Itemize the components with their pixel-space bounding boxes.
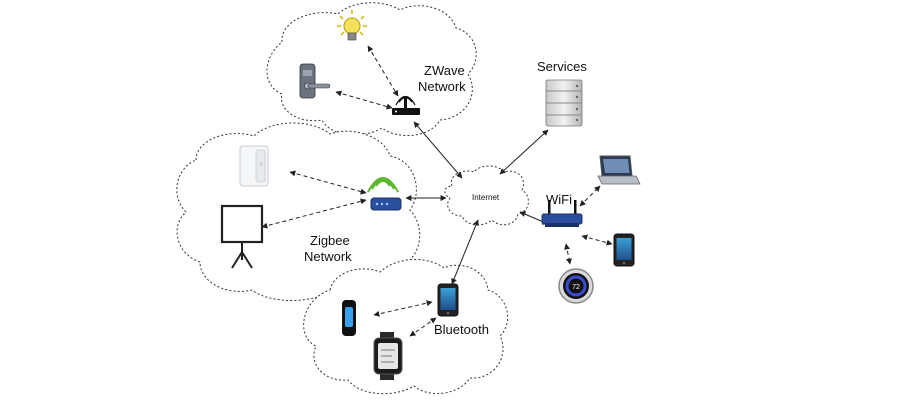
lightbulb-icon (337, 10, 367, 41)
link-services-internet (499, 129, 549, 175)
smartwatch-icon (373, 332, 403, 380)
link-lock-zwave-hub (335, 90, 393, 110)
zigbee-label-line1: Zigbee (310, 233, 350, 248)
wall-sensor-icon (239, 145, 269, 187)
thermostat-icon: 72 (558, 268, 594, 304)
bt-phone-icon (437, 283, 459, 317)
link-sensor-zigbee-hub (289, 170, 367, 195)
fitness-band-icon (342, 300, 356, 336)
smartphone-icon (613, 233, 635, 267)
connection-links (261, 45, 613, 337)
zwave-label-line1: ZWave (424, 63, 465, 78)
projector-screen-icon (220, 204, 264, 269)
laptop-icon (597, 155, 641, 185)
link-phone-watch (409, 317, 437, 337)
link-wifi-thermostat (564, 243, 572, 265)
link-wifi-phone (581, 234, 613, 246)
server-rack-icon (545, 79, 583, 127)
link-bluetooth-internet (451, 219, 479, 285)
zwave-hub-icon (392, 95, 420, 115)
link-phone-band (373, 300, 433, 317)
link-wifi-laptop (579, 185, 601, 207)
link-bulb-zwave-hub (367, 45, 399, 97)
services-label: Services (537, 59, 587, 74)
wifi-router-icon (541, 200, 583, 227)
internet-cloud (444, 165, 529, 226)
zigbee-label-line2: Network (304, 249, 352, 264)
door-lock-icon (299, 63, 331, 99)
bluetooth-label: Bluetooth (434, 322, 489, 337)
zigbee-router-icon (367, 177, 402, 211)
link-screen-zigbee-hub (261, 198, 367, 229)
wifi-label: WiFi (546, 192, 572, 207)
zwave-label-line2: Network (418, 79, 466, 94)
thermostat-reading: 72 (572, 284, 580, 291)
internet-label: Internet (472, 193, 500, 202)
link-zwave-internet (413, 121, 463, 179)
